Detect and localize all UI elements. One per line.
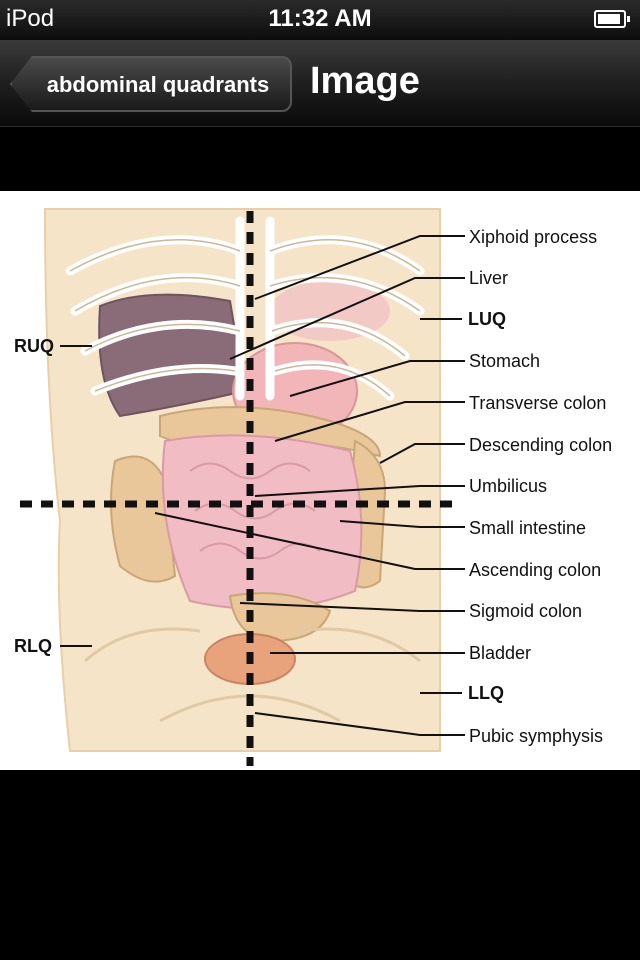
anatomy-image: RUQ RLQ LUQ LLQ Xiphoid process Liver St…: [0, 191, 640, 770]
label-umbilicus: Umbilicus: [469, 476, 547, 496]
back-button-label: abdominal quadrants: [36, 72, 280, 98]
quadrant-label-luq: LUQ: [468, 309, 506, 329]
quadrant-label-rlq: RLQ: [14, 636, 52, 656]
label-liver: Liver: [469, 268, 508, 288]
label-xiphoid-process: Xiphoid process: [469, 227, 597, 247]
label-ascending-colon: Ascending colon: [469, 560, 601, 580]
quadrant-label-llq: LLQ: [468, 683, 504, 703]
quadrant-label-ruq: RUQ: [14, 336, 54, 356]
status-time: 11:32 AM: [0, 5, 640, 33]
label-bladder: Bladder: [469, 643, 531, 663]
label-pubic-symphysis: Pubic symphysis: [469, 726, 603, 746]
battery-icon: [594, 10, 626, 28]
status-bar: iPod 11:32 AM: [0, 0, 640, 40]
label-stomach: Stomach: [469, 351, 540, 371]
page-title: Image: [310, 60, 420, 103]
back-button[interactable]: abdominal quadrants: [10, 56, 292, 112]
label-small-intestine: Small intestine: [469, 518, 586, 538]
label-transverse-colon: Transverse colon: [469, 393, 606, 413]
label-descending-colon: Descending colon: [469, 435, 612, 455]
abdominal-quadrants-illustration: RUQ RLQ LUQ LLQ Xiphoid process Liver St…: [0, 191, 640, 770]
navigation-bar: abdominal quadrants Image: [0, 40, 640, 127]
label-sigmoid-colon: Sigmoid colon: [469, 601, 582, 621]
